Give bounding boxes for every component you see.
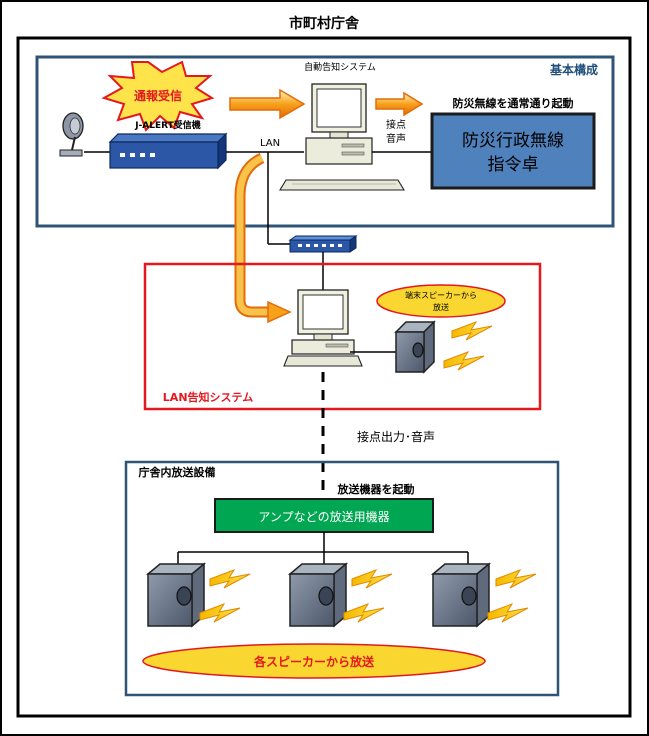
disaster-radio-console (430, 112, 596, 190)
sound-bolt-icon (451, 321, 493, 341)
in-building-title: 庁舎内放送設備 (138, 465, 216, 479)
lan-notify-arrow (236, 154, 270, 316)
amplifier-label: アンプなどの放送用機器 (258, 509, 389, 524)
console-label-line-2: 指令卓 (488, 155, 539, 175)
sound-bolt-icon (495, 569, 537, 589)
alert-burst-icon (101, 60, 215, 132)
basic-config-frame (35, 55, 615, 228)
sound-bolt-icon (199, 603, 241, 623)
broadcast-speaker-icon (289, 563, 347, 627)
lan-system-title: LAN告知システム (163, 390, 253, 404)
broadcast-speaker-icon (147, 563, 205, 627)
sound-bolt-icon (351, 569, 393, 589)
terminal-speaker-bubble (376, 284, 506, 318)
in-building-broadcast-frame (124, 460, 560, 697)
receiver-label: J-ALERT受信機 (134, 119, 201, 131)
console-label-line-1: 防災行政無線 (462, 131, 564, 151)
basic-config-title: 基本構成 (549, 62, 598, 77)
alert-burst-label: 通報受信 (134, 88, 182, 103)
speakers-broadcast-bubble (142, 643, 486, 679)
speakers-bubble-label: 各スピーカーから放送 (253, 654, 375, 669)
network-hub-icon (288, 235, 358, 253)
sound-bolt-icon (343, 603, 385, 623)
auto-system-label: 自動告知システム (304, 61, 376, 73)
disaster-radio-start-label: 防災無線を通常通り起動 (453, 96, 574, 110)
lan-label: LAN (260, 138, 280, 149)
lan-terminal-computer-icon (283, 289, 363, 367)
lan-system-frame (143, 262, 542, 411)
sound-bolt-icon (487, 603, 529, 623)
building-frame (16, 36, 632, 718)
auto-system-computer-icon (279, 83, 405, 191)
sound-bolt-icon (443, 351, 485, 371)
arrow-to-auto-system (229, 88, 306, 120)
broadcast-speaker-icon (432, 563, 490, 627)
arrow-to-console (375, 91, 424, 117)
terminal-speaker-icon (394, 320, 436, 374)
terminal-bubble-line-2: 放送 (433, 302, 449, 312)
broadcast-start-label: 放送機器を起動 (337, 482, 415, 496)
audio-label: 音声 (386, 132, 406, 145)
contact-label: 接点 (386, 118, 406, 131)
j-alert-receiver-icon (108, 132, 228, 170)
lan-notify-arrow-head (267, 300, 292, 324)
contact-output-label: 接点出力･音声 (357, 429, 435, 444)
satellite-antenna-icon (59, 112, 84, 157)
terminal-bubble-line-1: 端末スピーカーから (405, 290, 477, 300)
building-title: 市町村庁舎 (289, 15, 360, 32)
sound-bolt-icon (209, 569, 251, 589)
